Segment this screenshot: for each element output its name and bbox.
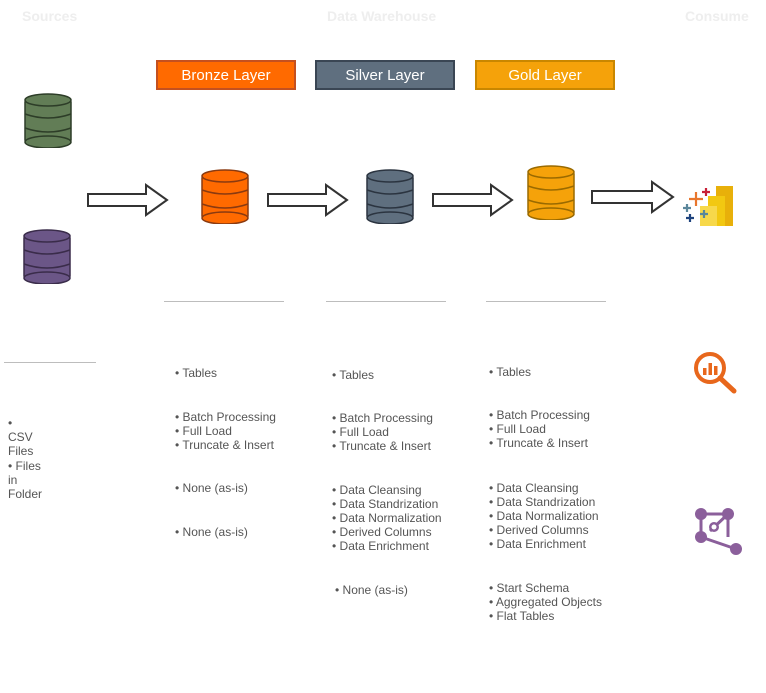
gold-transformations: • Data Cleansing • Data Standrization • … — [489, 481, 599, 551]
arrow-right-icon — [267, 183, 349, 217]
arrow-right-icon — [432, 183, 514, 217]
silver-object-type: • Tables — [332, 368, 374, 382]
graph-network-icon — [695, 508, 742, 555]
source-database-icon — [24, 93, 72, 148]
list-item: • Batch Processing — [175, 410, 276, 424]
list-item: • None (as-is) — [175, 525, 248, 539]
separator-line — [486, 301, 606, 302]
arrow-right-icon — [591, 180, 675, 214]
list-item: • Aggregated Objects — [489, 595, 602, 609]
data-warehouse-header: Data Warehouse — [327, 8, 437, 24]
list-item: • Full Load — [175, 424, 232, 438]
analytics-search-icon — [694, 352, 737, 394]
list-item: • None (as-is) — [175, 481, 248, 495]
list-item: • Tables — [175, 366, 218, 380]
list-item: • Start Schema — [489, 581, 570, 595]
bronze-database-icon — [201, 169, 249, 224]
list-item: • Truncate & Insert — [332, 439, 431, 453]
list-item: • Data Standrization — [332, 497, 439, 511]
gold-database-icon — [527, 165, 575, 220]
list-item: • Derived Columns — [489, 523, 589, 537]
bronze-object-type: • Tables — [175, 366, 217, 380]
bronze-load-method: • Batch Processing • Full Load • Truncat… — [175, 410, 276, 452]
sources-header: Sources — [22, 8, 78, 24]
list-item: • CSV Files — [8, 416, 34, 458]
list-item: • Data Standrization — [489, 495, 596, 509]
source-database-icon — [23, 229, 71, 284]
silver-data-model: • None (as-is) — [335, 583, 408, 597]
silver-load-method: • Batch Processing • Full Load • Truncat… — [332, 411, 433, 453]
list-item: • Data Enrichment — [489, 537, 586, 551]
list-item: • Files in Folder — [8, 459, 43, 501]
gold-load-method: • Batch Processing • Full Load • Truncat… — [489, 408, 590, 450]
list-item: • Tables — [332, 368, 375, 382]
silver-database-icon — [366, 169, 414, 224]
silver-transformations: • Data Cleansing • Data Standrization • … — [332, 483, 442, 553]
gold-data-model: • Start Schema • Aggregated Objects • Fl… — [489, 581, 602, 623]
silver-layer-box: Silver Layer — [315, 60, 455, 90]
separator-line — [164, 301, 284, 302]
list-item: • Data Cleansing — [489, 481, 579, 495]
list-item: • Tables — [489, 365, 532, 379]
separator-line — [4, 362, 96, 363]
separator-line — [326, 301, 446, 302]
list-item: • Data Normalization — [332, 511, 442, 525]
list-item: • Full Load — [489, 422, 546, 436]
list-item: • Flat Tables — [489, 609, 555, 623]
list-item: • Full Load — [332, 425, 389, 439]
list-item: • Batch Processing — [489, 408, 590, 422]
arrow-right-icon — [87, 183, 169, 217]
consume-header: Consume — [685, 8, 749, 24]
bronze-layer-box: Bronze Layer — [156, 60, 296, 90]
list-item: • Truncate & Insert — [489, 436, 588, 450]
list-item: • Data Enrichment — [332, 539, 429, 553]
list-item: • Batch Processing — [332, 411, 433, 425]
gold-object-type: • Tables — [489, 365, 531, 379]
bi-tools-icon — [683, 186, 733, 226]
list-item: • Data Cleansing — [332, 483, 422, 497]
gold-layer-box: Gold Layer — [475, 60, 615, 90]
list-item: • None (as-is) — [335, 583, 408, 597]
list-item: • Truncate & Insert — [175, 438, 274, 452]
bronze-transformations: • None (as-is) — [175, 481, 248, 495]
bronze-data-model: • None (as-is) — [175, 525, 248, 539]
list-item: • Data Normalization — [489, 509, 599, 523]
list-item: • Derived Columns — [332, 525, 432, 539]
